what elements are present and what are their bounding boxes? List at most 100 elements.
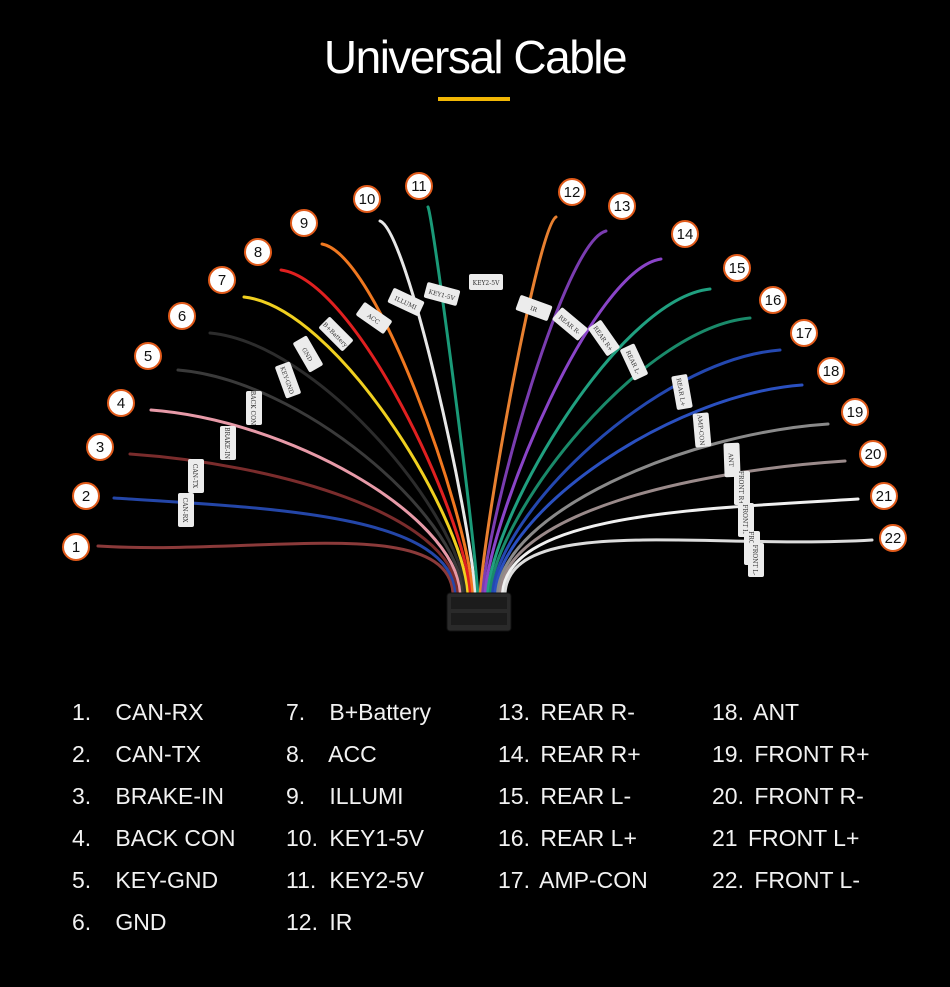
number-badge: 2 — [72, 482, 100, 510]
number-badge: 19 — [841, 398, 869, 426]
wire — [96, 541, 455, 595]
number-badge: 7 — [208, 266, 236, 294]
wire-tag: ACC — [356, 302, 392, 334]
wire — [496, 422, 830, 595]
wire — [176, 368, 465, 595]
wire-tag: IR — [515, 295, 553, 321]
number-badge: 6 — [168, 302, 196, 330]
legend-number: 19. — [712, 741, 744, 767]
legend-item: 12. IR — [286, 908, 431, 950]
connector-layer — [446, 592, 512, 632]
legend-number: 5. — [72, 867, 92, 893]
page-title: Universal Cable — [323, 31, 628, 83]
badge-number: 6 — [178, 308, 186, 325]
number-badge: 12 — [558, 178, 586, 206]
wire-tag-text: REAR L+ — [675, 378, 687, 407]
wire — [481, 229, 608, 595]
legend-item: 6. GND — [72, 908, 236, 950]
legend-item: 15. REAR L- — [498, 782, 648, 824]
badge-number: 8 — [254, 244, 262, 261]
wire-tag-text: FRONT R- — [741, 504, 748, 535]
wire-tag: FRONT R- — [738, 503, 754, 537]
number-badge: 15 — [723, 254, 751, 282]
legend-item: 3. BRAKE-IN — [72, 782, 236, 824]
wire — [486, 287, 712, 595]
legend-label: IR — [323, 909, 353, 935]
legend-item: 20. FRONT R- — [712, 782, 870, 824]
legend-number: 22. — [712, 867, 744, 893]
wire — [112, 496, 457, 595]
wire-tag: KEY1-5V — [423, 282, 461, 306]
wire-tag: KEY2-5V — [469, 274, 503, 290]
number-badge: 21 — [870, 482, 898, 510]
badge-number: 11 — [411, 178, 427, 195]
legend-number: 14. — [498, 741, 530, 767]
legend-number: 2. — [72, 741, 92, 767]
wire-tag: AMP-CON — [692, 412, 712, 448]
legend-label: REAR R- — [533, 699, 635, 725]
badge-number: 19 — [847, 404, 864, 421]
legend-label: KEY-GND — [109, 867, 219, 893]
legend-label: B+Battery — [323, 699, 432, 725]
legend-label: ACC — [323, 741, 377, 767]
legend-item: 11. KEY2-5V — [286, 866, 431, 908]
legend-label: CAN-RX — [109, 699, 204, 725]
badge-number: 17 — [796, 325, 813, 342]
legend-number: 20. — [712, 783, 744, 809]
legend-label: AMP-CON — [533, 867, 648, 893]
legend-item: 19. FRONT R+ — [712, 740, 870, 782]
legend-label: KEY2-5V — [323, 867, 424, 893]
badge-number: 16 — [765, 292, 782, 309]
wire-tag: GND — [293, 336, 323, 372]
legend-label: FRONT L- — [747, 867, 861, 893]
legend-label: BRAKE-IN — [109, 783, 225, 809]
badge-number: 4 — [117, 395, 125, 412]
badge-number: 2 — [82, 488, 90, 505]
legend-label: FRONT R+ — [747, 741, 870, 767]
legend-label: ILLUMI — [323, 783, 404, 809]
wire-tag: FRONT R+ — [734, 471, 750, 505]
wire-tag-text: ANT — [727, 452, 735, 467]
legend-number: 18. — [712, 699, 744, 725]
legend-item: 16. REAR L+ — [498, 824, 648, 866]
badge-number: 20 — [865, 446, 882, 463]
wire — [493, 383, 804, 595]
badge-number: 15 — [729, 260, 746, 277]
legend-item: 18. ANT — [712, 698, 870, 740]
legend-label: FRONT R- — [747, 783, 864, 809]
title-underline — [438, 97, 510, 101]
wire-tag: ANT — [723, 442, 741, 478]
wire — [279, 268, 472, 595]
number-badge: 18 — [817, 357, 845, 385]
legend-label: ANT — [747, 699, 800, 725]
wire-tag: ILLUMI — [387, 288, 425, 316]
wire-tag-text: BACK CON — [249, 391, 256, 425]
number-badge: 22 — [879, 524, 907, 552]
wire-tag-text: CAN-RX — [181, 498, 188, 524]
number-badge: 16 — [759, 286, 787, 314]
legend-item: 8. ACC — [286, 740, 431, 782]
number-badge: 14 — [671, 220, 699, 248]
wire-tag: CAN-TX — [188, 459, 204, 493]
legend-item: 17. AMP-CON — [498, 866, 648, 908]
number-badge: 5 — [134, 342, 162, 370]
number-badge: 3 — [86, 433, 114, 461]
legend-item: 10. KEY1-5V — [286, 824, 431, 866]
legend-item: 13. REAR R- — [498, 698, 648, 740]
legend-number: 1. — [72, 699, 92, 725]
legend-number: 17. — [498, 867, 530, 893]
wire-tag: FRONT L- — [748, 543, 764, 577]
badge-number: 9 — [300, 215, 308, 232]
legend-label: REAR L+ — [533, 825, 637, 851]
number-badge: 17 — [790, 319, 818, 347]
legend-label: BACK CON — [109, 825, 236, 851]
wire-tag-text: FRONT R+ — [737, 471, 744, 505]
badge-number: 18 — [823, 363, 840, 380]
legend-item: 21 FRONT L+ — [712, 824, 870, 866]
wire — [242, 295, 470, 595]
legend-number: 6. — [72, 909, 92, 935]
wire — [498, 459, 847, 595]
legend-number: 21 — [712, 825, 738, 851]
